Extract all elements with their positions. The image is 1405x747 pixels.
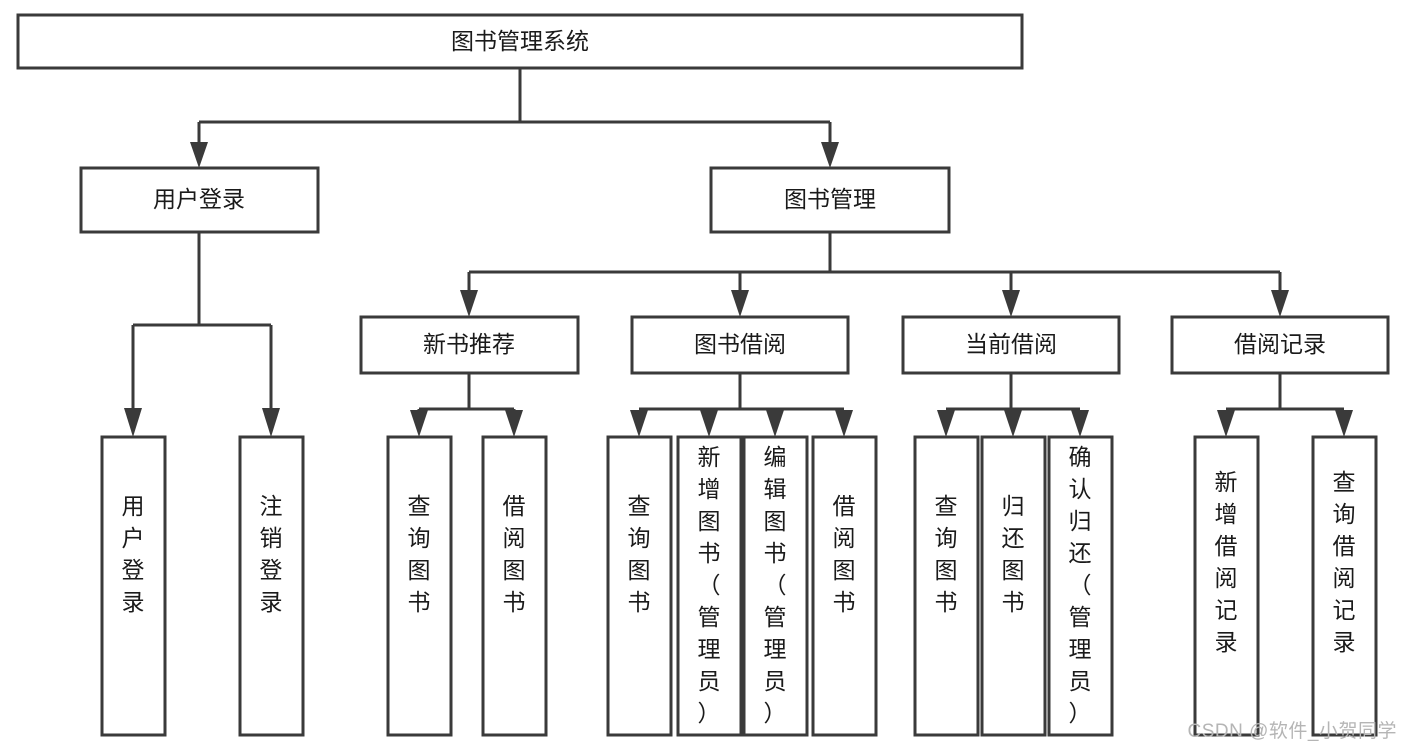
arrow-head-leaf-add-book bbox=[700, 410, 718, 437]
node-leaf-confirm-return[interactable]: 确认归还（管理员） bbox=[1047, 435, 1114, 737]
connector-group-user-login bbox=[124, 232, 280, 437]
node-leaf-borrow-book-2-label: 借阅图书 bbox=[833, 493, 856, 615]
node-leaf-query-book-2[interactable]: 查询图书 bbox=[606, 435, 673, 737]
csdn-watermark: CSDN @软件_小贺同学 bbox=[1187, 721, 1397, 742]
node-leaf-return-book[interactable]: 归还图书 bbox=[980, 435, 1047, 737]
node-user-login[interactable]: 用户登录 bbox=[79, 166, 320, 234]
node-leaf-query-book-3-label: 查询图书 bbox=[935, 493, 958, 615]
node-leaf-borrow-book-1-label: 借阅图书 bbox=[503, 493, 526, 615]
node-root-box[interactable] bbox=[16, 13, 1024, 70]
node-book-management-box[interactable] bbox=[709, 166, 951, 234]
node-leaf-add-book-label: 新增图书（管理员） bbox=[698, 444, 721, 726]
arrow-head-new-book-recommend bbox=[460, 290, 478, 317]
arrow-head-book-management bbox=[821, 142, 839, 168]
node-leaf-confirm-return-label: 确认归还（管理员） bbox=[1069, 444, 1092, 726]
arrow-head-leaf-return-book bbox=[1004, 410, 1022, 437]
node-leaf-add-book-box[interactable] bbox=[676, 435, 743, 737]
node-leaf-query-book-1-label: 查询图书 bbox=[408, 493, 431, 615]
node-leaf-add-record-box[interactable] bbox=[1193, 435, 1260, 737]
arrow-head-book-borrow bbox=[731, 290, 749, 317]
node-new-book-recommend-label: 新书推荐 bbox=[423, 331, 515, 357]
node-leaf-return-book-label: 归还图书 bbox=[1002, 493, 1025, 615]
arrow-head-user-login bbox=[190, 142, 208, 168]
node-leaf-user-logout-box[interactable] bbox=[238, 435, 305, 737]
node-user-login-box[interactable] bbox=[79, 166, 320, 234]
node-book-borrow-box[interactable] bbox=[630, 315, 850, 375]
node-leaf-query-book-2-box[interactable] bbox=[606, 435, 673, 737]
node-new-book-recommend[interactable]: 新书推荐 bbox=[359, 315, 580, 375]
connector-group-book-management bbox=[460, 232, 1289, 317]
arrow-head-leaf-user-login bbox=[124, 408, 142, 437]
node-leaf-edit-book[interactable]: 编辑图书（管理员） bbox=[742, 435, 809, 737]
node-leaf-query-book-1[interactable]: 查询图书 bbox=[386, 435, 453, 737]
node-leaf-query-book-1-box[interactable] bbox=[386, 435, 453, 737]
node-leaf-borrow-book-1-box[interactable] bbox=[481, 435, 548, 737]
connector-group-borrow-record bbox=[1217, 373, 1353, 437]
arrow-head-leaf-query-book-2 bbox=[630, 410, 648, 437]
connector-group-new-book-recommend bbox=[410, 373, 523, 437]
node-leaf-user-login[interactable]: 用户登录 bbox=[100, 435, 167, 737]
arrow-head-leaf-edit-book bbox=[766, 410, 784, 437]
node-leaf-query-book-2-label: 查询图书 bbox=[628, 493, 651, 615]
node-book-management-label: 图书管理 bbox=[784, 186, 876, 212]
node-leaf-borrow-book-2-box[interactable] bbox=[811, 435, 878, 737]
node-borrow-record[interactable]: 借阅记录 bbox=[1170, 315, 1390, 375]
arrow-head-leaf-query-book-3 bbox=[937, 410, 955, 437]
connector-group-book-borrow bbox=[630, 373, 853, 437]
node-leaf-user-logout[interactable]: 注销登录 bbox=[238, 435, 305, 737]
node-root-label: 图书管理系统 bbox=[451, 28, 589, 54]
node-current-borrow-box[interactable] bbox=[901, 315, 1121, 375]
node-leaf-add-record[interactable]: 新增借阅记录 bbox=[1193, 435, 1260, 737]
node-leaf-add-book[interactable]: 新增图书（管理员） bbox=[676, 435, 743, 737]
node-leaf-query-record-box[interactable] bbox=[1311, 435, 1378, 737]
node-leaf-user-logout-label: 注销登录 bbox=[260, 493, 283, 615]
node-leaf-user-login-label: 用户登录 bbox=[122, 493, 145, 615]
node-borrow-record-label: 借阅记录 bbox=[1234, 331, 1326, 357]
node-leaf-confirm-return-box[interactable] bbox=[1047, 435, 1114, 737]
node-leaf-edit-book-box[interactable] bbox=[742, 435, 809, 737]
node-leaf-borrow-book-2[interactable]: 借阅图书 bbox=[811, 435, 878, 737]
arrow-head-borrow-record bbox=[1271, 290, 1289, 317]
node-leaf-user-login-box[interactable] bbox=[100, 435, 167, 737]
node-user-login-label: 用户登录 bbox=[153, 186, 245, 212]
connector-group-root bbox=[190, 68, 839, 168]
node-root[interactable]: 图书管理系统 bbox=[16, 13, 1024, 70]
node-book-management[interactable]: 图书管理 bbox=[709, 166, 951, 234]
node-book-borrow[interactable]: 图书借阅 bbox=[630, 315, 850, 375]
node-leaf-edit-book-label: 编辑图书（管理员） bbox=[764, 444, 787, 726]
node-current-borrow-label: 当前借阅 bbox=[965, 331, 1057, 357]
node-borrow-record-box[interactable] bbox=[1170, 315, 1390, 375]
node-book-borrow-label: 图书借阅 bbox=[694, 331, 786, 357]
arrow-head-leaf-user-logout bbox=[262, 408, 280, 437]
node-new-book-recommend-box[interactable] bbox=[359, 315, 580, 375]
arrow-head-leaf-query-record bbox=[1335, 410, 1353, 437]
node-leaf-query-book-3[interactable]: 查询图书 bbox=[913, 435, 980, 737]
arrow-head-leaf-borrow-book-1 bbox=[505, 410, 523, 437]
node-leaf-query-record[interactable]: 查询借阅记录 bbox=[1311, 435, 1378, 737]
node-leaf-return-book-box[interactable] bbox=[980, 435, 1047, 737]
node-leaf-add-record-label: 新增借阅记录 bbox=[1215, 469, 1238, 655]
arrow-head-current-borrow bbox=[1002, 290, 1020, 317]
arrow-head-leaf-borrow-book-2 bbox=[835, 410, 853, 437]
node-leaf-query-book-3-box[interactable] bbox=[913, 435, 980, 737]
arrow-head-leaf-query-book-1 bbox=[410, 410, 428, 437]
arrow-head-leaf-confirm-return bbox=[1071, 410, 1089, 437]
arrow-head-leaf-add-record bbox=[1217, 410, 1235, 437]
node-leaf-borrow-book-1[interactable]: 借阅图书 bbox=[481, 435, 548, 737]
node-leaf-query-record-label: 查询借阅记录 bbox=[1333, 469, 1356, 655]
node-current-borrow[interactable]: 当前借阅 bbox=[901, 315, 1121, 375]
connector-group-current-borrow bbox=[937, 373, 1089, 437]
